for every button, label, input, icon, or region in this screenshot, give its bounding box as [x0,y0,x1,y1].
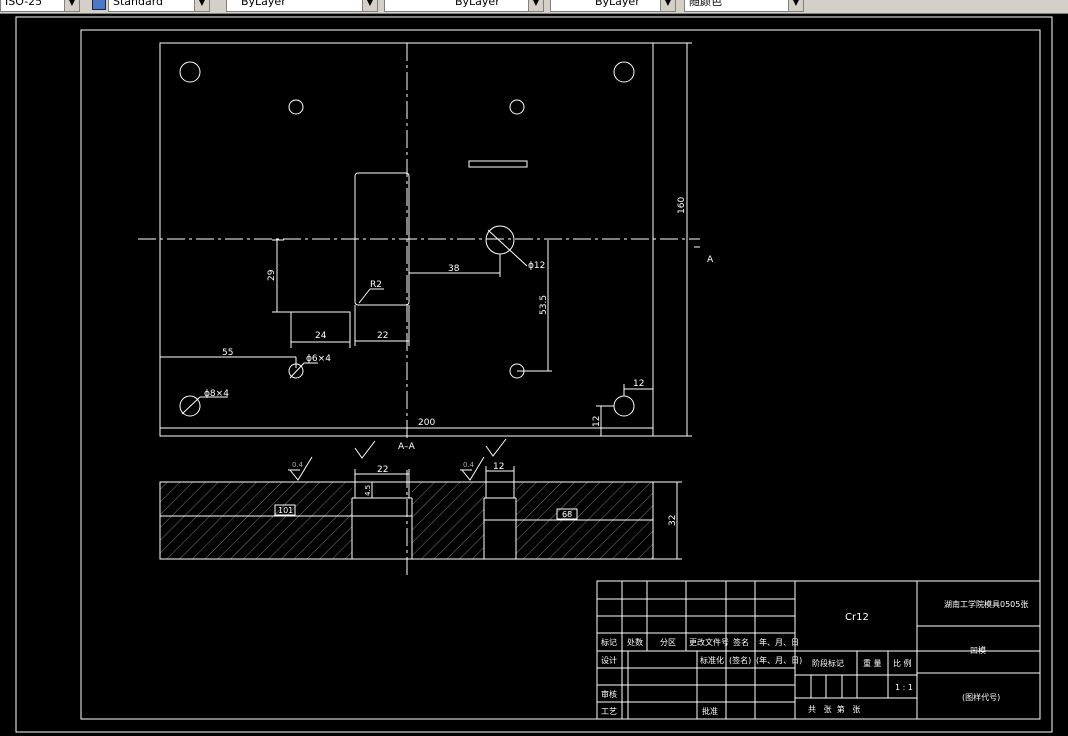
sec-dim-12: 12 [493,462,504,472]
dim-200: 200 [418,418,435,428]
sec-dim-68: 68 [562,510,572,519]
header-col-5: 年、月、日 [759,637,799,647]
text-style-dropdown[interactable]: Standard ▼ [108,0,210,12]
section-label: A–A [398,442,416,452]
pin-hole-2 [509,99,525,115]
chevron-down-icon: ▼ [362,0,377,11]
dim-55: 55 [222,348,233,358]
view-label-a: A [707,255,714,265]
ratio-label: 比 例 [893,658,912,668]
linetype-dropdown[interactable]: ByLayer ▼ [226,0,378,12]
top-view-labels: 200 160 12 12 55 24 22 29 38 53.5 ϕ12 R2… [204,197,714,428]
top-view [138,42,700,440]
chevron-down-icon: ▼ [788,0,803,11]
chevron-down-icon: ▼ [660,0,675,11]
dim-24: 24 [315,331,327,341]
roughness-right: 0.4 [463,461,475,469]
row-date: (年、月、日) [756,655,802,665]
row-review: 审核 [601,689,617,699]
text-style-icon[interactable] [92,0,106,10]
dim-style-dropdown[interactable]: ISO-25 ▼ [0,0,80,12]
hole-top-right [613,61,635,83]
chevron-down-icon: ▼ [64,0,79,11]
plot-style-dropdown[interactable]: ByLayer ▼ [550,0,676,12]
school-label: 湖南工学院模具0505张 [944,599,1028,609]
scale-value: 1 : 1 [895,683,913,692]
pin-hole-1 [288,99,304,115]
chevron-down-icon: ▼ [194,0,209,11]
part-name: 凹模 [970,645,986,655]
holes-8x4-label: ϕ8×4 [204,389,229,399]
holes-6x4-label: ϕ6×4 [306,354,331,364]
sec-dim-22: 22 [377,465,388,475]
lineweight-dropdown[interactable]: ByLayer ▼ [384,0,544,12]
sec-dim-101: 101 [278,506,293,515]
hole-bottom-left [179,395,201,417]
properties-toolbar: ISO-25 ▼ Standard ▼ ByLayer ▼ ByLayer ▼ … [0,0,1068,14]
sheets-label: 共 张 第 张 [808,704,860,714]
dia12-label: ϕ12 [528,261,545,271]
inner-frame [80,29,1041,720]
title-block-labels: Cr12 湖南工学院模具0505张 凹模 (图样代号) 1 : 1 标记 处数 … [601,599,1028,716]
dim-29: 29 [267,269,277,281]
dim-22: 22 [377,331,388,341]
color-dropdown[interactable]: 随颜色 ▼ [684,0,804,12]
section-view-labels: A–A 22 12 101 68 32 4.5 0.4 0.4 [278,442,678,526]
dim-12-bottom: 12 [592,416,602,427]
header-col-3: 更改文件号 [689,637,729,647]
roughness-left: 0.4 [292,461,304,469]
hole-top-left [179,61,201,83]
weight-label: 重 量 [863,658,882,668]
stage-mark: 阶段标记 [812,658,844,668]
dim-38: 38 [448,264,460,274]
punch-opening [354,172,410,306]
header-col-0: 标记 [601,637,617,647]
drawing-code: (图样代号) [962,692,1000,702]
drawing-canvas[interactable]: 200 160 12 12 55 24 22 29 38 53.5 ϕ12 R2… [0,14,1068,736]
header-col-1: 处数 [627,637,643,647]
outer-frame [15,16,1053,733]
dim-160: 160 [677,197,687,214]
row-process: 工艺 [601,707,617,716]
chevron-down-icon: ▼ [528,0,543,11]
section-view [159,438,682,578]
material-label: Cr12 [845,612,869,623]
header-col-2: 分区 [660,638,676,647]
row-design: 设计 [601,655,617,665]
radius-r2-label: R2 [370,280,382,290]
row-approve: 批准 [702,706,718,716]
row-sign: (签名) [729,655,751,665]
small-slot [468,160,528,168]
hole-bottom-right [613,395,635,417]
row-std: 标准化 [700,655,724,665]
sec-dim-4-5: 4.5 [364,485,372,496]
sec-dim-32: 32 [668,515,678,526]
title-block [596,580,1041,720]
header-col-4: 签名 [733,637,749,647]
dim-53-5: 53.5 [539,295,549,315]
dim-12-right: 12 [633,379,644,389]
